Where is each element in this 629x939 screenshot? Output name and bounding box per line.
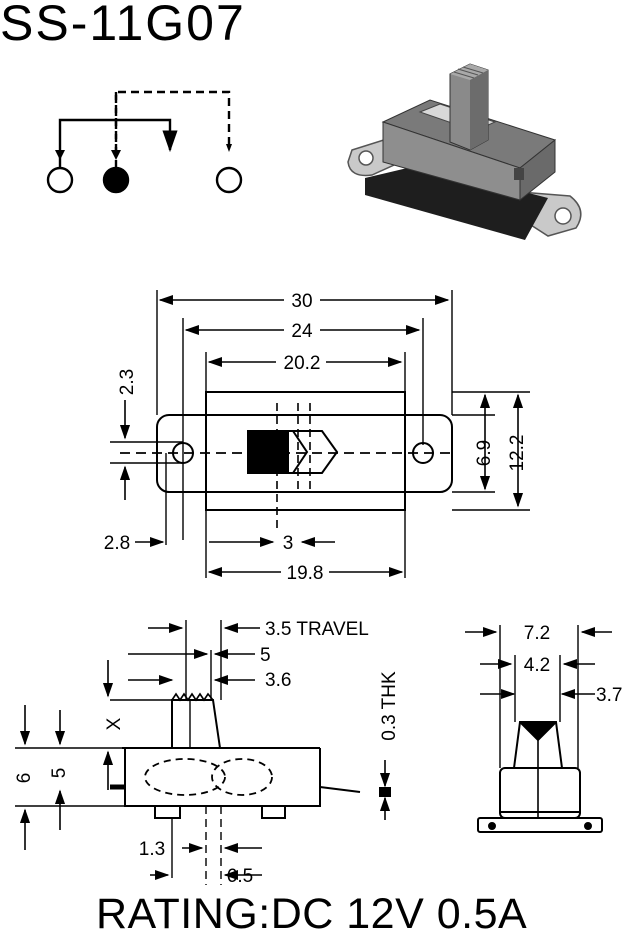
side-view-drawing <box>15 620 391 885</box>
side-actuator <box>171 699 222 749</box>
terminal-open-right <box>215 166 243 194</box>
mount-hole-right <box>554 207 572 225</box>
dim-20-2: 20.2 <box>284 353 321 374</box>
mount-hole-left <box>358 150 374 166</box>
end-view-drawing <box>465 625 612 833</box>
dim-thickness: 0.3 THK <box>379 671 400 741</box>
side-body-outline <box>122 747 321 807</box>
part-number-title: SS-11G07 <box>0 0 246 51</box>
switch-schematic <box>46 90 243 194</box>
dim-3: 3 <box>283 533 294 554</box>
dim-30: 30 <box>291 291 312 312</box>
dim-2-8: 2.8 <box>104 533 130 554</box>
dim-1-3: 1.3 <box>139 839 165 860</box>
dim-12-2: 12.2 <box>507 435 528 472</box>
actuator-top <box>247 430 289 474</box>
dim-x: X <box>104 717 125 730</box>
dim-5-left: 5 <box>49 768 70 779</box>
dim-24: 24 <box>291 321 313 342</box>
top-view-drawing <box>110 290 530 578</box>
dim-7-2: 7.2 <box>524 623 550 644</box>
rating-label: RATING:DC 12V 0.5A <box>96 890 528 938</box>
dim-2-3: 2.3 <box>117 369 138 395</box>
dimension-labels: 30 24 20.2 2.3 6.9 12.2 2.8 3 19.8 3.5 T… <box>14 288 622 887</box>
dim-6: 6 <box>14 773 35 784</box>
product-render <box>347 63 582 240</box>
terminal-open-left <box>46 166 74 194</box>
dim-4-2: 4.2 <box>524 655 550 676</box>
dim-6-5: 6.5 <box>227 866 253 887</box>
dim-5-top: 5 <box>260 645 271 666</box>
dim-3-7: 3.7 <box>596 685 622 706</box>
dim-travel: 3.5 TRAVEL <box>265 619 369 640</box>
terminal-common <box>102 166 130 194</box>
dim-6-9: 6.9 <box>474 440 495 466</box>
dim-19-8: 19.8 <box>287 563 324 584</box>
switch-body-outline <box>205 391 406 511</box>
dim-3-6: 3.6 <box>265 670 291 691</box>
end-base-plate <box>477 817 603 833</box>
end-body-outline <box>499 767 581 819</box>
dashed-contact-path <box>114 90 231 168</box>
